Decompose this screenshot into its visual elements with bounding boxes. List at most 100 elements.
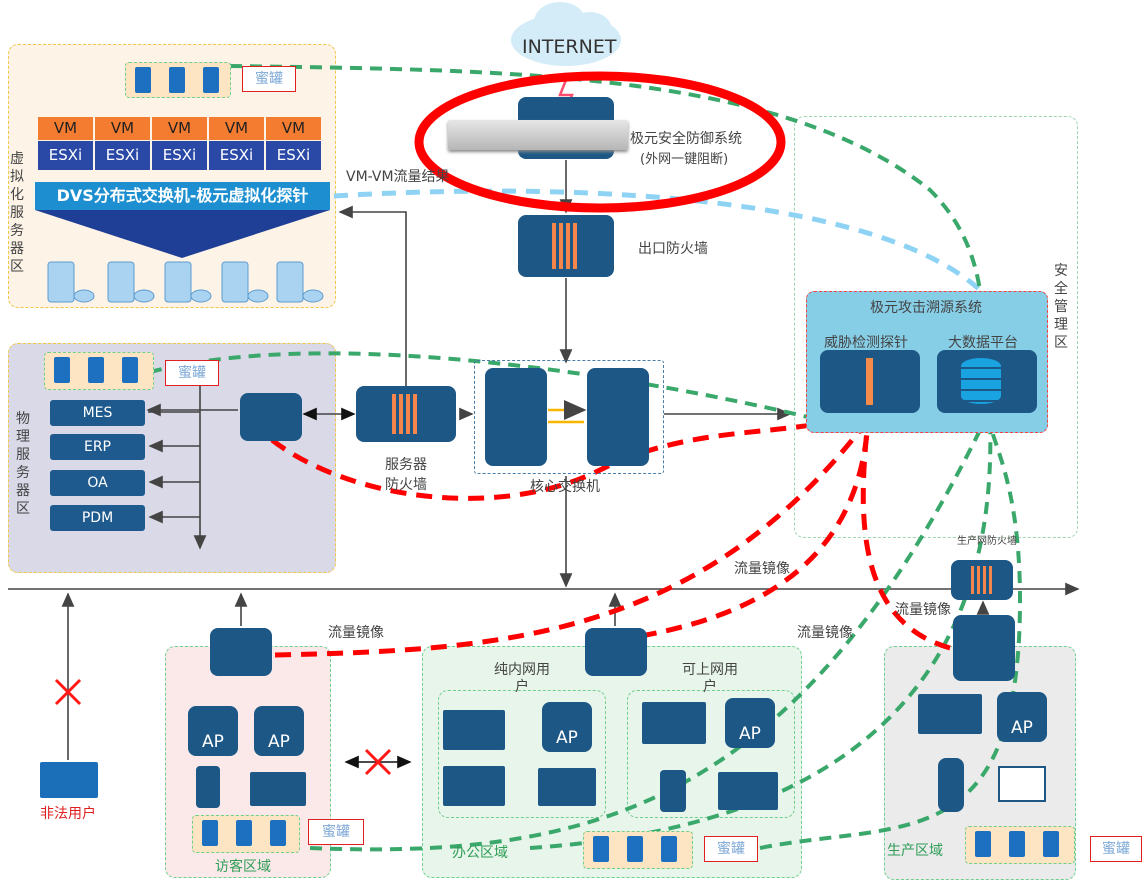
trace-system-title: 极元攻击溯源系统 — [870, 300, 982, 316]
core-switch-label: 核心交换机 — [530, 479, 600, 495]
internet-ap[interactable]: AP — [725, 698, 775, 748]
exit-firewall-label: 出口防火墙 — [638, 241, 708, 257]
guest-phone-icon[interactable] — [196, 766, 220, 808]
esxi-block[interactable]: ESXi — [266, 141, 321, 170]
security-management-zone — [794, 116, 1078, 538]
mirror-label-2: 流量镜像 — [328, 625, 384, 641]
prod-honeypot-label[interactable]: 蜜罐 — [1090, 836, 1142, 862]
prod-switch-icon[interactable] — [953, 615, 1015, 681]
defense-system-sub: (外网一键阻断) — [640, 152, 729, 167]
honeypot-icon — [593, 836, 609, 862]
defense-system-name: 极元安全防御系统 — [630, 131, 742, 147]
threat-probe-icon[interactable] — [820, 350, 920, 413]
prod-firewall-label: 生产网防火墙 — [957, 536, 1017, 547]
prod-ap[interactable]: AP — [997, 692, 1047, 742]
esxi-block[interactable]: ESXi — [95, 141, 150, 170]
bigdata-platform-icon[interactable] — [937, 350, 1037, 413]
prod-monitor-chart-icon[interactable] — [998, 766, 1046, 802]
office-switch-icon[interactable] — [585, 628, 647, 676]
intranet-pc-2[interactable] — [443, 766, 505, 806]
vm-block[interactable]: VM — [266, 117, 321, 140]
mirror-label-3: 流量镜像 — [797, 625, 853, 641]
office-honeypot-label[interactable]: 蜜罐 — [704, 836, 758, 862]
intranet-pc-1[interactable] — [443, 710, 505, 750]
honeypot-icon — [203, 67, 219, 93]
esxi-block[interactable]: ESXi — [152, 141, 207, 170]
attack-red-paths — [270, 407, 951, 658]
guest-laptop-icon[interactable] — [250, 772, 306, 806]
server-firewall-icon[interactable] — [356, 386, 456, 442]
ap-label: AP — [739, 724, 761, 744]
core-switch-icon-2[interactable] — [587, 368, 649, 466]
vm-block[interactable]: VM — [152, 117, 207, 140]
illegal-user-label: 非法用户 — [40, 806, 96, 822]
honeypot-icon — [975, 831, 991, 857]
vm-traffic-path — [333, 188, 992, 302]
server-oa[interactable]: OA — [50, 470, 145, 496]
core-switch-group — [474, 360, 664, 474]
esxi-block[interactable]: ESXi — [38, 141, 93, 170]
intranet-laptop[interactable] — [538, 768, 596, 806]
highlight-ellipse — [414, 71, 786, 213]
guest-ap-2[interactable]: AP — [254, 706, 304, 756]
server-mes[interactable]: MES — [50, 400, 145, 426]
internet-phone[interactable] — [660, 770, 686, 812]
bigdata-label: 大数据平台 — [948, 335, 1018, 351]
vm-traffic-label: VM-VM流量结果 — [346, 169, 450, 185]
guest-ap-1[interactable]: AP — [188, 706, 238, 756]
physical-switch-icon[interactable] — [240, 393, 302, 441]
guest-honeypot-label[interactable]: 蜜罐 — [308, 819, 364, 845]
internet-cloud-icon — [511, 2, 621, 66]
intranet-users-label: 纯内网用户 — [494, 662, 550, 695]
mirror-label-1: 流量镜像 — [734, 561, 790, 577]
mirror-label-4: 流量镜像 — [895, 602, 951, 618]
prod-pc[interactable] — [918, 694, 982, 734]
security-zone-label: 安全管理区 — [1054, 263, 1068, 351]
office-zone-label: 办公区域 — [452, 845, 508, 861]
vm-block[interactable]: VM — [209, 117, 264, 140]
internet-label: INTERNET — [522, 36, 617, 58]
ap-label: AP — [202, 732, 224, 752]
probe-label: 威胁检测探针 — [824, 335, 908, 351]
honeypot-icon — [270, 820, 286, 846]
server-firewall-label: 服务器防火墙 — [385, 457, 427, 493]
appliance-image — [448, 120, 628, 150]
office-intranet-subzone — [438, 690, 606, 818]
honeypot-icon — [236, 820, 252, 846]
honeypot-icon — [1009, 831, 1025, 857]
honeypot-icon — [1043, 831, 1059, 857]
internet-users-label: 可上网用户 — [682, 662, 738, 695]
vm-block[interactable]: VM — [95, 117, 150, 140]
blocked-x-icon — [54, 678, 82, 706]
internet-laptop[interactable] — [718, 772, 778, 810]
honeypot-icon — [169, 67, 185, 93]
ap-label: AP — [1011, 718, 1033, 738]
server-erp[interactable]: ERP — [50, 434, 145, 460]
blocked-x-icon-guest-office — [364, 748, 392, 776]
vm-block[interactable]: VM — [38, 117, 93, 140]
internet-pc[interactable] — [642, 702, 706, 744]
honeypot-icon — [661, 836, 677, 862]
physical-honeypot-label[interactable]: 蜜罐 — [165, 360, 219, 386]
server-pdm[interactable]: PDM — [50, 505, 145, 531]
ap-label: AP — [556, 728, 578, 748]
honeypot-icon — [202, 820, 218, 846]
intranet-ap[interactable]: AP — [542, 702, 592, 752]
physical-zone-label: 物理服务器区 — [16, 411, 30, 517]
illegal-user-laptop-icon[interactable] — [40, 762, 98, 798]
exit-firewall-icon[interactable] — [518, 215, 614, 277]
esxi-block[interactable]: ESXi — [209, 141, 264, 170]
production-zone-label: 生产区域 — [887, 843, 943, 859]
honeypot-icon — [135, 67, 151, 93]
honeypot-icon — [627, 836, 643, 862]
prod-firewall-icon[interactable] — [951, 560, 1013, 600]
core-switch-icon-1[interactable] — [485, 368, 547, 466]
dvs-funnel — [35, 210, 330, 258]
guest-switch-icon[interactable] — [210, 628, 272, 676]
honeypot-icon — [88, 357, 104, 383]
virtual-honeypot-label[interactable]: 蜜罐 — [242, 66, 296, 92]
guest-zone-label: 访客区域 — [215, 859, 271, 875]
prod-handheld-icon[interactable] — [938, 758, 964, 812]
